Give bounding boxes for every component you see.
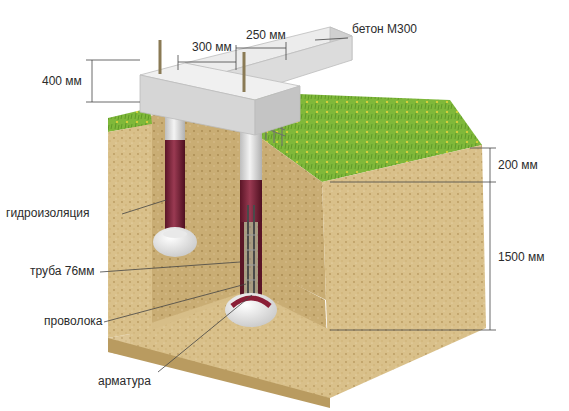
- soil-block: [108, 92, 486, 408]
- dimension-line: [86, 42, 496, 330]
- dimension-label: 1500 мм: [496, 250, 547, 264]
- pile: [153, 100, 197, 257]
- part-label: проволока: [42, 314, 105, 328]
- part-label: арматура: [96, 374, 153, 388]
- part-label: труба 76мм: [28, 264, 97, 278]
- dimension-label: бетон М300: [350, 22, 419, 36]
- dimension-label: 200 мм: [496, 158, 540, 172]
- part-label: гидроизоляция: [4, 206, 91, 220]
- dimension-label: 400 мм: [40, 74, 84, 88]
- concrete-beam: [140, 27, 352, 135]
- anchor-rod: [160, 40, 244, 92]
- dimension-label: 250 мм: [244, 28, 288, 42]
- dimension-label: 300 мм: [190, 40, 234, 54]
- leader-line: [100, 38, 348, 372]
